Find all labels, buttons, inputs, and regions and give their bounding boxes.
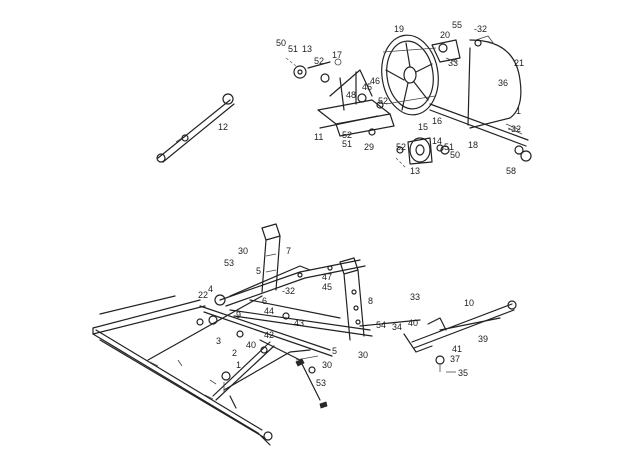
callout-label: 50: [450, 150, 460, 160]
callout-label: 16: [432, 116, 442, 126]
callout-label: 50: [276, 38, 286, 48]
callout-label: 5: [256, 266, 261, 276]
upper-rail-part: [219, 259, 366, 307]
callout-label: 37: [450, 354, 460, 364]
callout-label: 33: [448, 58, 458, 68]
callout-label: 52: [314, 56, 324, 66]
callout-label: 55: [452, 20, 462, 30]
callout-label: 15: [418, 122, 428, 132]
callout-label: 12: [218, 122, 228, 132]
callout-label: 13: [302, 44, 312, 54]
callout-label: 19: [394, 24, 404, 34]
callout-label: 29: [364, 142, 374, 152]
callout-label: 30: [358, 350, 368, 360]
link-arm-part: [156, 93, 235, 163]
callout-label: 5: [332, 346, 337, 356]
mower-main-frame-part: [92, 295, 273, 446]
callout-label: 51: [288, 44, 298, 54]
callout-label: 1: [236, 360, 241, 370]
callout-label: -32: [282, 286, 295, 296]
callout-label: 52: [396, 142, 406, 152]
callout-label: 45: [322, 282, 332, 292]
callout-label: 30: [238, 246, 248, 256]
callout-label: 34: [392, 322, 402, 332]
callout-label: 9: [236, 310, 241, 320]
callout-label: 40: [246, 340, 256, 350]
callout-label: -32: [474, 24, 487, 34]
callout-label: 6: [262, 296, 267, 306]
callout-label: 20: [440, 30, 450, 40]
drive-shaft-part: [429, 103, 532, 162]
callout-label: 4: [208, 284, 213, 294]
callout-label: 11: [314, 132, 323, 142]
callout-label: 51: [342, 139, 352, 149]
cross-brace-part: [199, 299, 421, 357]
callout-label: 22: [198, 290, 208, 300]
callout-label: 54: [376, 320, 386, 330]
callout-label: 13: [410, 166, 420, 176]
mounting-plate-part: [317, 69, 395, 137]
callout-label: 43: [294, 318, 304, 328]
callout-label: 35: [458, 368, 468, 378]
hardware-set-part: [177, 294, 328, 409]
callout-label: 48: [346, 90, 356, 100]
callout-label: 7: [286, 246, 291, 256]
callout-label: 33: [410, 292, 420, 302]
upright-post-part: [261, 223, 281, 293]
callout-label: 8: [368, 296, 373, 306]
pin-washer-set-part: [285, 57, 342, 83]
callout-label: 52: [378, 96, 388, 106]
callout-label: 53: [316, 378, 326, 388]
callout-label: 21: [514, 58, 524, 68]
bearing-hub-part: [407, 137, 444, 165]
pin-washer-set-part-2: [368, 128, 450, 169]
control-lever-part: [403, 300, 517, 373]
callout-label: 40: [408, 318, 418, 328]
tie-rod-part: [147, 295, 321, 409]
callout-label: 45: [362, 82, 372, 92]
upright-post-part-2: [339, 257, 365, 341]
callout-labels: 50 51 13 52 17 19 20 55 -32 33 21 36 1 -…: [198, 20, 524, 388]
callout-label: 10: [464, 298, 474, 308]
callout-label: 1: [516, 106, 521, 116]
callout-label: 52: [342, 130, 352, 140]
callout-label: 36: [498, 78, 508, 88]
callout-label: 14: [432, 136, 442, 146]
callout-label: 47: [322, 272, 332, 282]
callout-label: 2: [232, 348, 237, 358]
pulley-bracket-part: [431, 39, 461, 63]
callout-label: 42: [264, 330, 274, 340]
callout-label: 17: [332, 50, 342, 60]
callout-label: 41: [452, 344, 462, 354]
callout-label: 53: [224, 258, 234, 268]
callout-label: 58: [506, 166, 516, 176]
callout-label: 46: [370, 76, 380, 86]
callout-label: 30: [322, 360, 332, 370]
callout-label: 51: [444, 142, 454, 152]
callout-label: 39: [478, 334, 488, 344]
callout-label: 18: [468, 140, 478, 150]
callout-label: 3: [216, 336, 221, 346]
pulley-wheel-part: [381, 34, 439, 116]
callout-label: -32: [508, 124, 521, 134]
belt-guard-part: [467, 35, 522, 129]
callout-label: 44: [264, 306, 274, 316]
